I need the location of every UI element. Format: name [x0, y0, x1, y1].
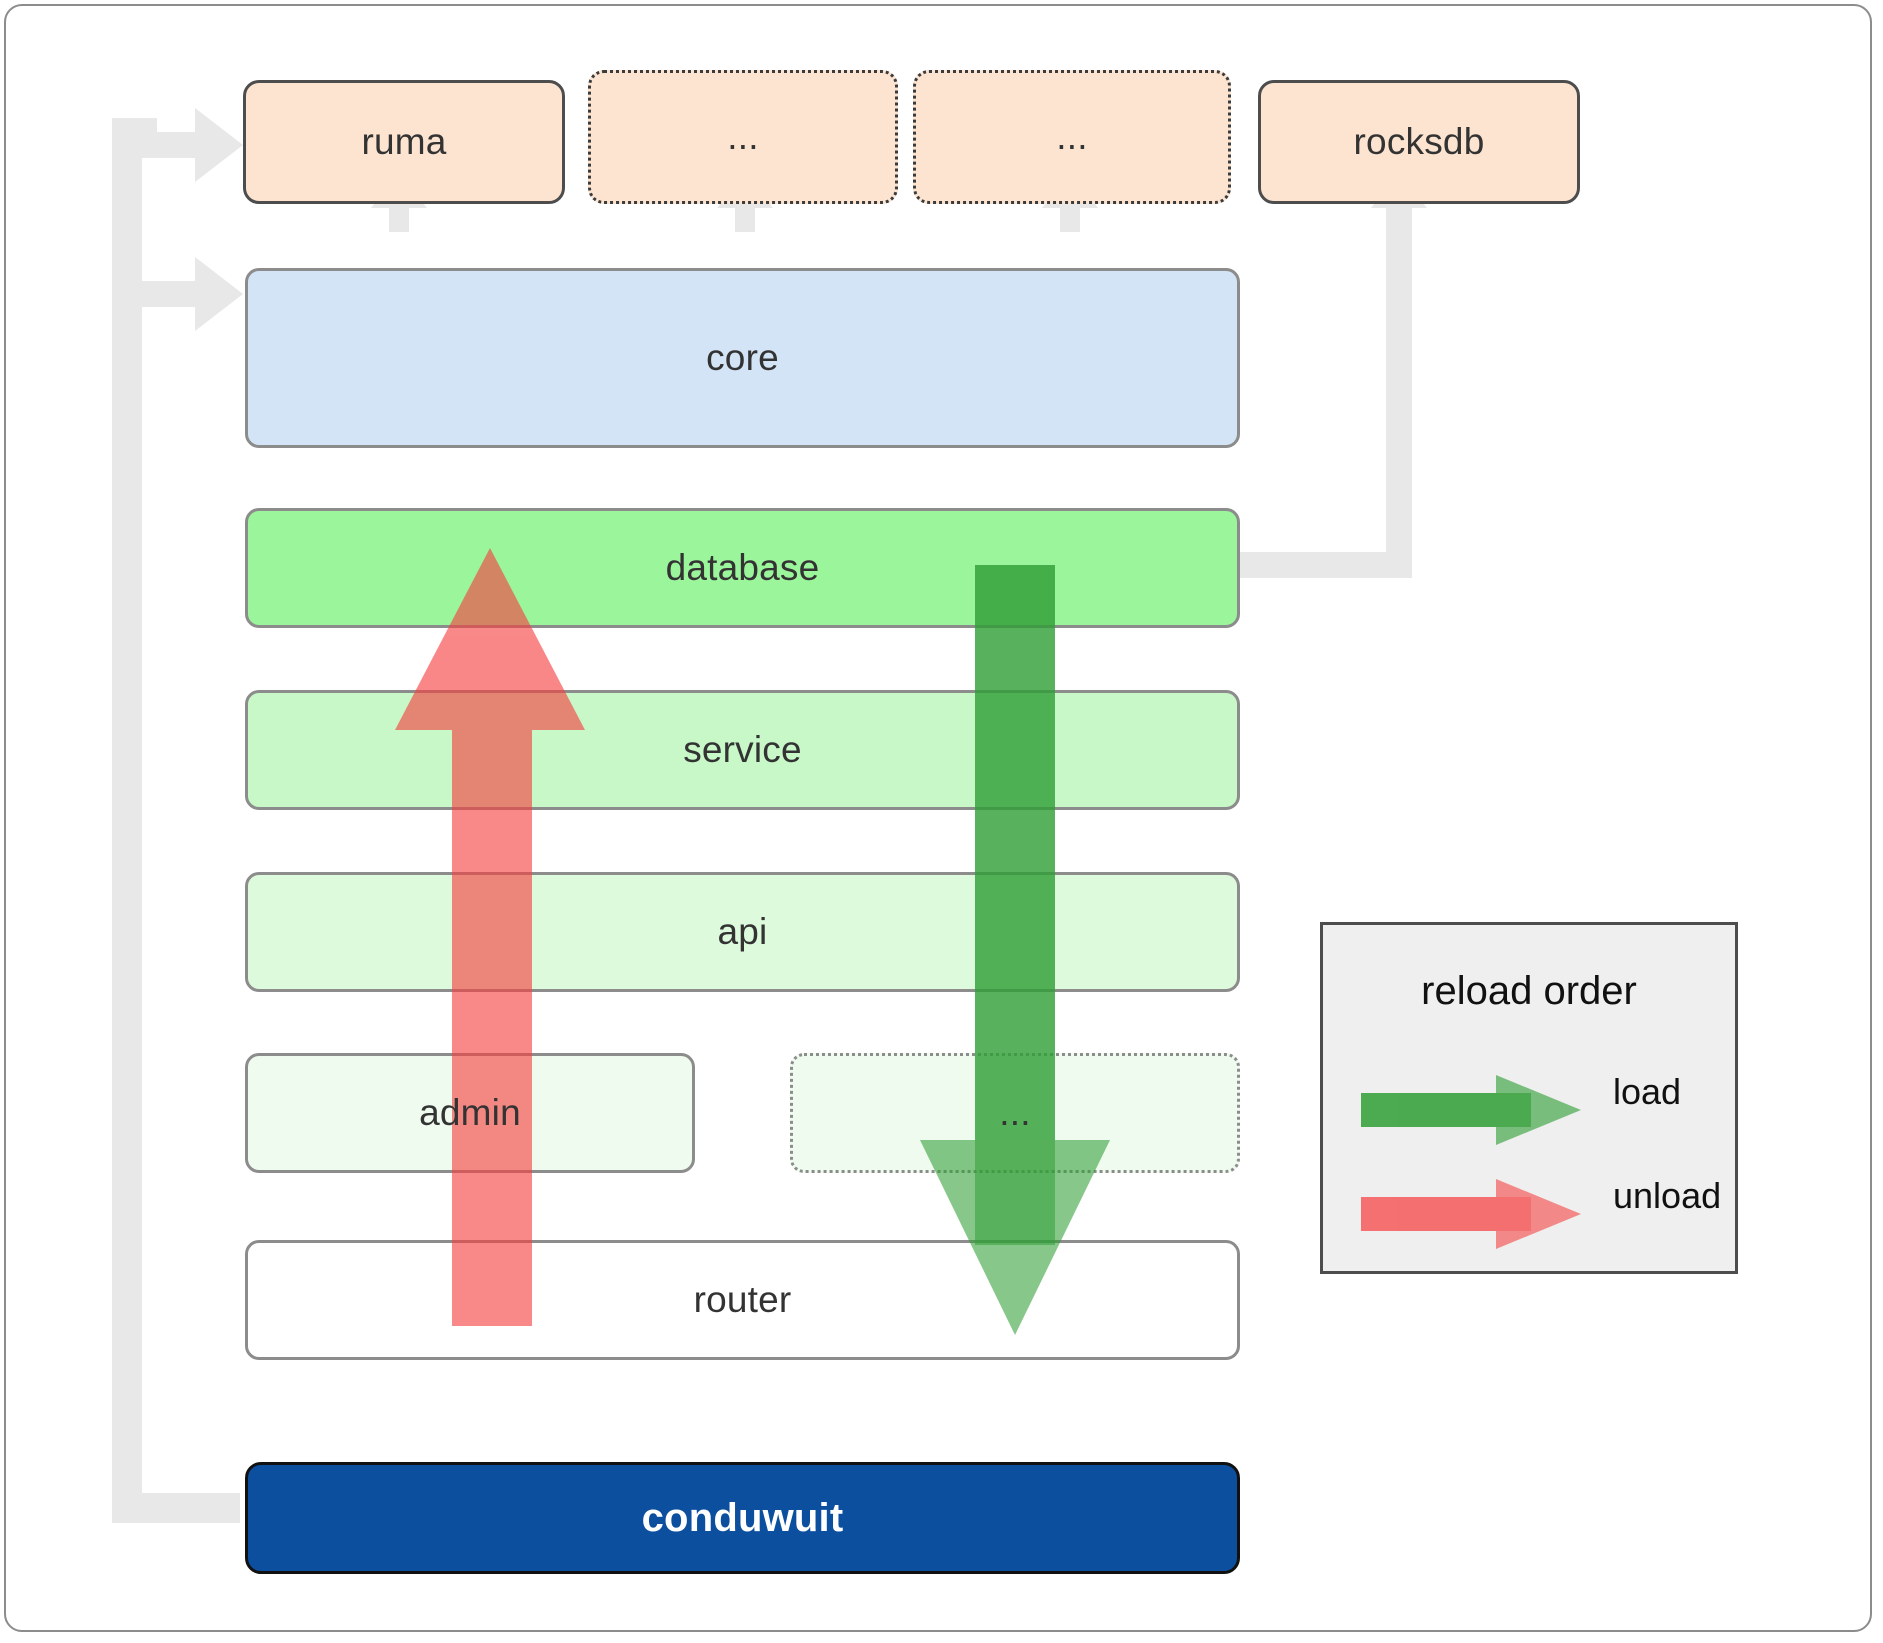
- legend-title: reload order: [1421, 969, 1637, 1013]
- layer-node-api[interactable]: api: [245, 872, 1240, 992]
- unload-arrow-head: [395, 548, 585, 730]
- layer-node-core-label: core: [706, 337, 779, 378]
- legend-load-arrow-icon: [1361, 1075, 1581, 1145]
- dep-node-2[interactable]: ...: [588, 70, 898, 204]
- legend-load-label: load: [1613, 1071, 1682, 1112]
- dep-node-3-label: ...: [1056, 116, 1088, 157]
- layer-node-database[interactable]: database: [245, 508, 1240, 628]
- legend-unload-arrow-icon: [1361, 1179, 1581, 1249]
- legend-box: reload order load unload: [1320, 922, 1738, 1274]
- unload-arrow: [395, 548, 585, 1326]
- dep-node-rocksdb-label: rocksdb: [1353, 121, 1485, 162]
- layer-node-service-label: service: [683, 729, 802, 770]
- layer-node-api-label: api: [717, 911, 768, 952]
- layer-node-extra-label: ...: [999, 1092, 1031, 1133]
- layer-node-core[interactable]: core: [245, 268, 1240, 448]
- app-node-conduwuit-label: conduwuit: [641, 1495, 844, 1540]
- dep-node-ruma[interactable]: ruma: [243, 80, 565, 204]
- dep-node-rocksdb[interactable]: rocksdb: [1258, 80, 1580, 204]
- dep-node-ruma-label: ruma: [361, 121, 447, 162]
- app-node-conduwuit[interactable]: conduwuit: [245, 1462, 1240, 1574]
- load-arrow-shaft: [975, 565, 1055, 1245]
- legend-unload-label: unload: [1613, 1175, 1722, 1216]
- dep-node-3[interactable]: ...: [913, 70, 1231, 204]
- layer-node-database-label: database: [665, 547, 820, 588]
- layer-node-admin-label: admin: [419, 1092, 521, 1133]
- layer-node-router-label: router: [693, 1279, 792, 1320]
- load-arrow-head: [920, 1140, 1110, 1335]
- unload-arrow-shaft: [452, 640, 532, 1326]
- load-arrow: [920, 565, 1110, 1335]
- layer-node-router[interactable]: router: [245, 1240, 1240, 1360]
- dep-node-2-label: ...: [727, 116, 759, 157]
